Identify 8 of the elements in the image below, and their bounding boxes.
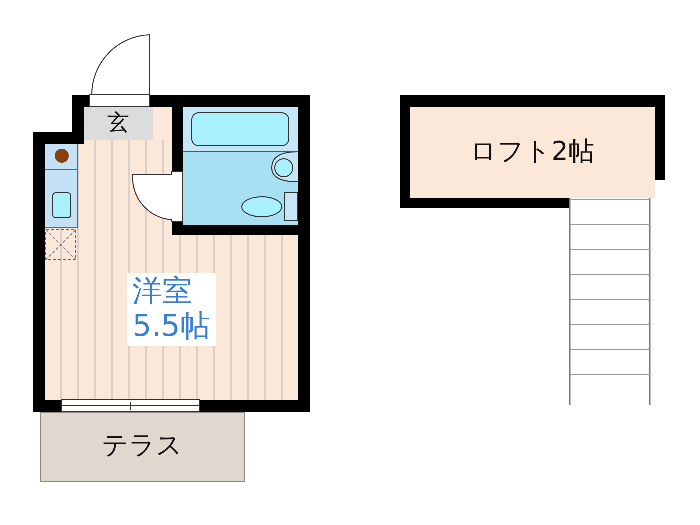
room-label: ロフト2帖 (470, 138, 594, 168)
room-label: 玄 (108, 110, 130, 136)
room-label: 洋室 (132, 275, 193, 310)
room-label: 5.5帖 (132, 310, 210, 344)
loft-area (410, 107, 655, 198)
terrace-area (40, 412, 245, 482)
room-label: テラス (102, 432, 183, 462)
entrance-area (84, 107, 153, 140)
